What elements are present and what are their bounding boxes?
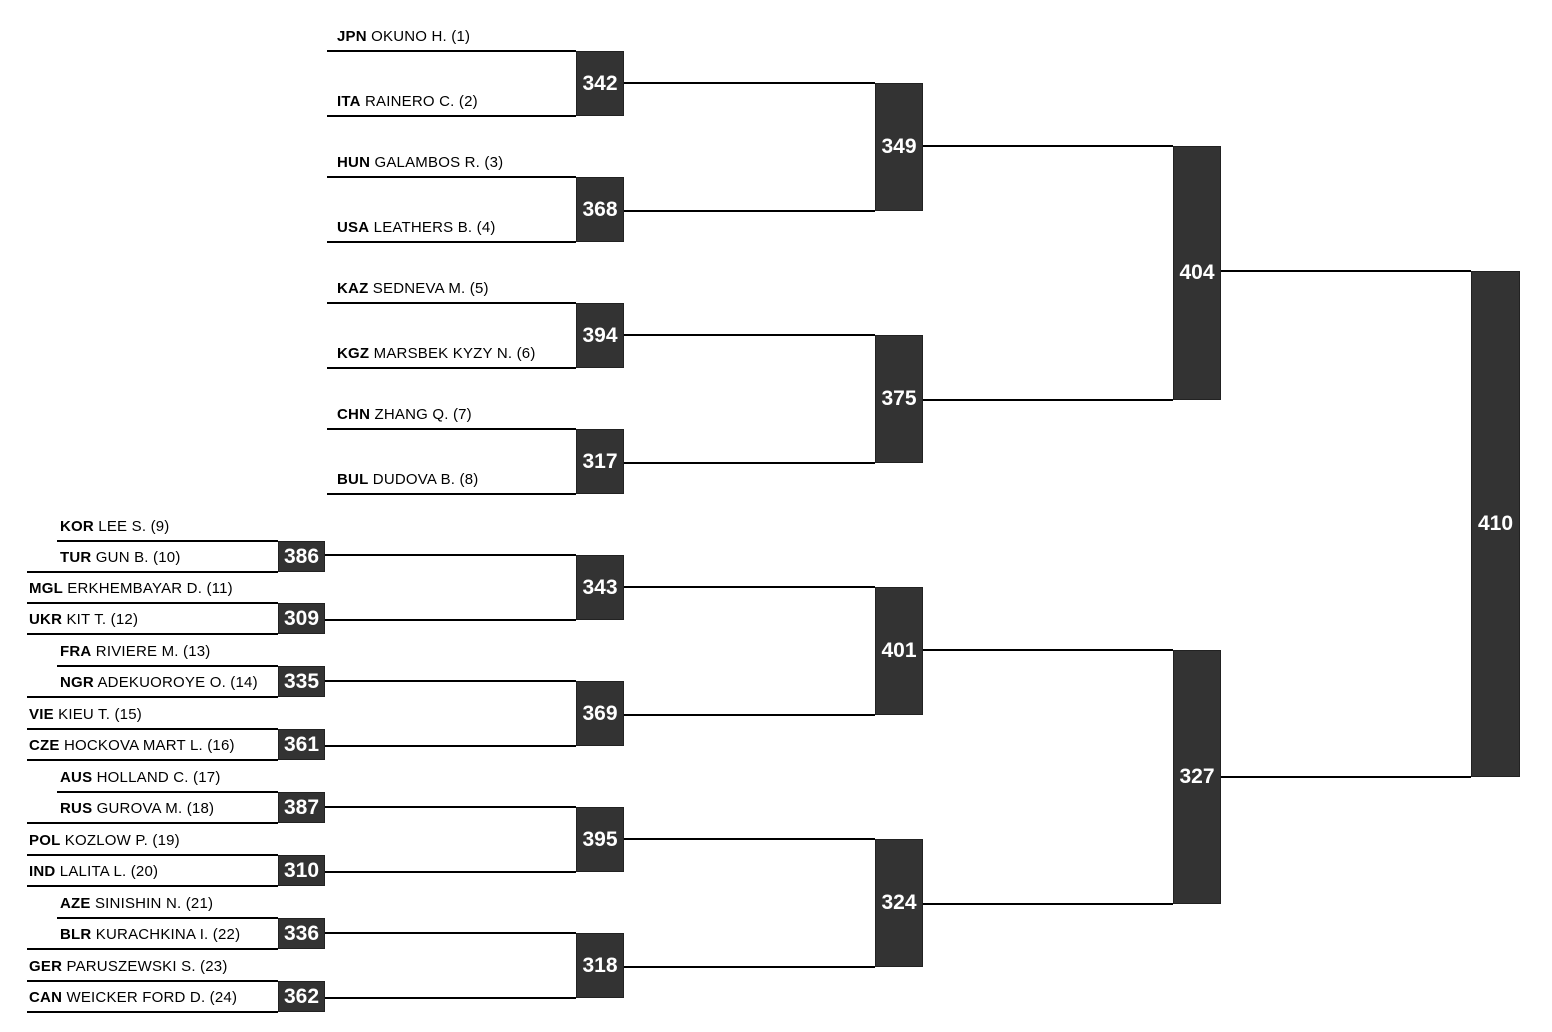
wrestler-name: GUN B. (10) bbox=[91, 549, 181, 566]
wrestler-name: HOCKOVA MART L. (16) bbox=[59, 737, 235, 754]
country-code: BUL bbox=[337, 471, 369, 488]
qualification-bout-box: 361 bbox=[278, 729, 325, 760]
bout-box: 327 bbox=[1173, 650, 1221, 904]
wrestler-name: SEDNEVA M. (5) bbox=[368, 280, 489, 297]
wrestler-name: ADEKUOROYE O. (14) bbox=[93, 674, 258, 691]
wrestler-name: LEATHERS B. (4) bbox=[369, 219, 496, 236]
wrestler-name: HOLLAND C. (17) bbox=[92, 769, 221, 786]
wrestler-name: RAINERO C. (2) bbox=[360, 93, 478, 110]
bout-box: 404 bbox=[1173, 146, 1221, 400]
country-code: KAZ bbox=[337, 280, 369, 297]
wrestler-label: CHN ZHANG Q. (7) bbox=[337, 406, 472, 424]
wrestler-label: FRA RIVIERE M. (13) bbox=[60, 643, 211, 661]
wrestler-label: BUL DUDOVA B. (8) bbox=[337, 471, 478, 489]
country-code: GER bbox=[29, 958, 63, 975]
bout-box: 343 bbox=[576, 555, 624, 620]
country-code: KGZ bbox=[337, 345, 370, 362]
bout-box: 317 bbox=[576, 429, 624, 494]
wrestler-name: ZHANG Q. (7) bbox=[370, 406, 472, 423]
wrestler-name: GALAMBOS R. (3) bbox=[370, 154, 504, 171]
country-code: POL bbox=[29, 832, 61, 849]
country-code: TUR bbox=[60, 549, 92, 566]
bout-box: 318 bbox=[576, 933, 624, 998]
wrestler-label: TUR GUN B. (10) bbox=[60, 549, 181, 567]
wrestler-name: KIEU T. (15) bbox=[53, 706, 142, 723]
qualification-bout-box: 336 bbox=[278, 918, 325, 949]
wrestler-name: KIT T. (12) bbox=[62, 611, 139, 628]
qualification-bout-box: 335 bbox=[278, 666, 325, 697]
country-code: CHN bbox=[337, 406, 371, 423]
bout-box: 368 bbox=[576, 177, 624, 242]
wrestler-label: AZE SINISHIN N. (21) bbox=[60, 895, 213, 913]
qualification-bout-box: 362 bbox=[278, 981, 325, 1012]
country-code: VIE bbox=[29, 706, 54, 723]
wrestler-name: OKUNO H. (1) bbox=[366, 28, 471, 45]
wrestler-label: USA LEATHERS B. (4) bbox=[337, 219, 496, 237]
wrestler-label: MGL ERKHEMBAYAR D. (11) bbox=[29, 580, 233, 598]
qualification-bout-box: 387 bbox=[278, 792, 325, 823]
wrestler-name: KOZLOW P. (19) bbox=[60, 832, 180, 849]
bout-box: 394 bbox=[576, 303, 624, 368]
country-code: IND bbox=[29, 863, 56, 880]
bout-box: 369 bbox=[576, 681, 624, 746]
bout-box: 375 bbox=[875, 335, 923, 463]
wrestler-name: MARSBEK KYZY N. (6) bbox=[369, 345, 536, 362]
bout-box: 324 bbox=[875, 839, 923, 967]
country-code: BLR bbox=[60, 926, 92, 943]
wrestler-name: WEICKER FORD D. (24) bbox=[62, 989, 238, 1006]
wrestler-label: KAZ SEDNEVA M. (5) bbox=[337, 280, 489, 298]
bout-box: 401 bbox=[875, 587, 923, 715]
wrestler-label: VIE KIEU T. (15) bbox=[29, 706, 142, 724]
country-code: ITA bbox=[337, 93, 361, 110]
wrestler-label: JPN OKUNO H. (1) bbox=[337, 28, 470, 46]
wrestler-label: AUS HOLLAND C. (17) bbox=[60, 769, 221, 787]
country-code: CAN bbox=[29, 989, 63, 1006]
country-code: NGR bbox=[60, 674, 94, 691]
wrestler-label: IND LALITA L. (20) bbox=[29, 863, 158, 881]
country-code: CZE bbox=[29, 737, 60, 754]
country-code: FRA bbox=[60, 643, 92, 660]
wrestler-name: SINISHIN N. (21) bbox=[90, 895, 214, 912]
wrestler-label: GER PARUSZEWSKI S. (23) bbox=[29, 958, 228, 976]
wrestler-label: UKR KIT T. (12) bbox=[29, 611, 138, 629]
wrestler-label: KOR LEE S. (9) bbox=[60, 518, 170, 536]
country-code: USA bbox=[337, 219, 370, 236]
wrestler-name: ERKHEMBAYAR D. (11) bbox=[62, 580, 233, 597]
wrestler-name: PARUSZEWSKI S. (23) bbox=[62, 958, 228, 975]
country-code: AZE bbox=[60, 895, 91, 912]
wrestler-name: GUROVA M. (18) bbox=[92, 800, 215, 817]
qualification-bout-box: 309 bbox=[278, 603, 325, 634]
country-code: KOR bbox=[60, 518, 94, 535]
bout-box: 342 bbox=[576, 51, 624, 116]
wrestler-label: HUN GALAMBOS R. (3) bbox=[337, 154, 503, 172]
wrestler-name: RIVIERE M. (13) bbox=[91, 643, 211, 660]
wrestler-label: KGZ MARSBEK KYZY N. (6) bbox=[337, 345, 536, 363]
wrestler-label: CAN WEICKER FORD D. (24) bbox=[29, 989, 237, 1007]
country-code: JPN bbox=[337, 28, 367, 45]
wrestler-name: DUDOVA B. (8) bbox=[368, 471, 479, 488]
country-code: RUS bbox=[60, 800, 93, 817]
country-code: MGL bbox=[29, 580, 63, 597]
country-code: UKR bbox=[29, 611, 63, 628]
wrestler-name: LALITA L. (20) bbox=[55, 863, 159, 880]
wrestler-label: ITA RAINERO C. (2) bbox=[337, 93, 478, 111]
wrestler-label: BLR KURACHKINA I. (22) bbox=[60, 926, 240, 944]
wrestler-label: RUS GUROVA M. (18) bbox=[60, 800, 214, 818]
country-code: HUN bbox=[337, 154, 371, 171]
bout-box: 395 bbox=[576, 807, 624, 872]
qualification-bout-box: 310 bbox=[278, 855, 325, 886]
wrestler-label: NGR ADEKUOROYE O. (14) bbox=[60, 674, 258, 692]
wrestler-name: KURACHKINA I. (22) bbox=[91, 926, 241, 943]
bout-box: 349 bbox=[875, 83, 923, 211]
qualification-bout-box: 386 bbox=[278, 541, 325, 572]
wrestler-label: CZE HOCKOVA MART L. (16) bbox=[29, 737, 235, 755]
wrestler-label: POL KOZLOW P. (19) bbox=[29, 832, 180, 850]
final-bout-box: 410 bbox=[1471, 271, 1520, 777]
wrestler-name: LEE S. (9) bbox=[93, 518, 170, 535]
country-code: AUS bbox=[60, 769, 93, 786]
